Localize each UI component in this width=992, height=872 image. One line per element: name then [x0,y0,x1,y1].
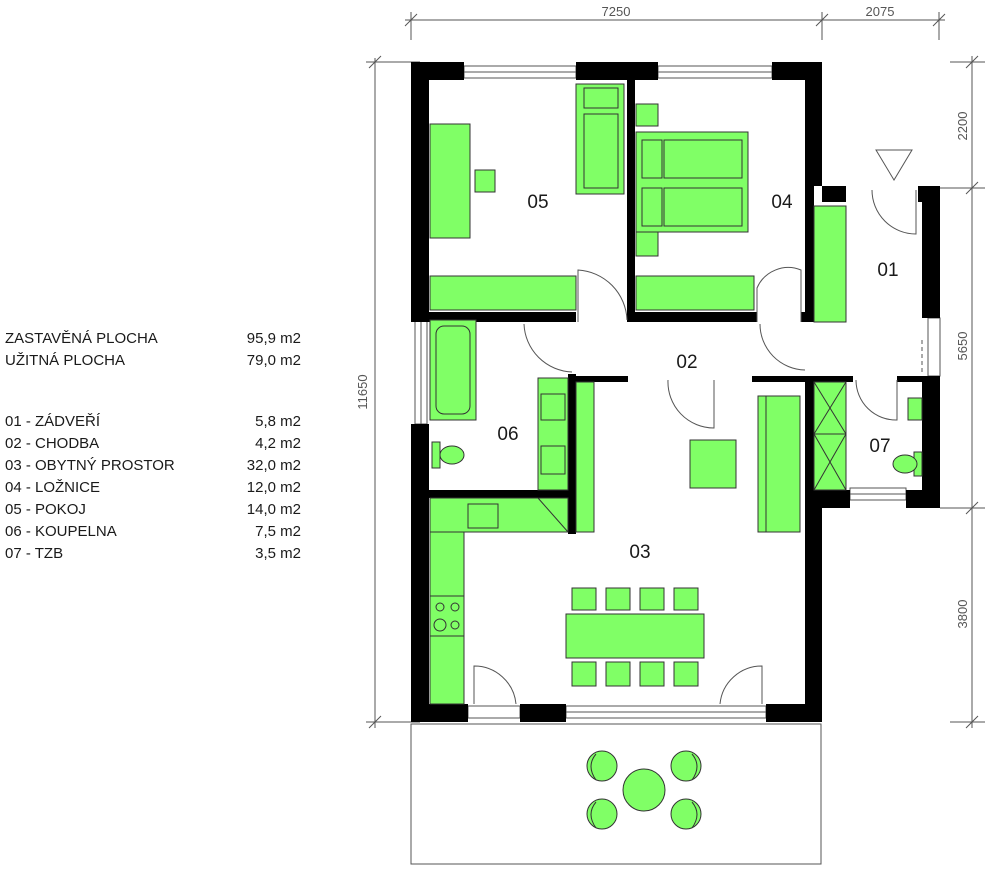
terrace-chair [586,798,618,830]
dim-left-total: 11650 [355,374,370,409]
terrace-chair [670,750,702,782]
door-swing-icon [473,189,923,705]
dining-chair [605,661,631,687]
room-area: 12,0 m2 [246,479,301,496]
blanket [583,113,619,189]
pillow [641,139,663,179]
kitchen-sink [467,503,499,529]
toilet [892,454,918,474]
dining-chair [673,587,699,611]
toilet [439,445,465,465]
sink [540,445,566,475]
room-row-01: 01 - ZÁDVEŘÍ 5,8 m2 [5,413,305,433]
blanket [663,187,743,227]
room-number-07: 07 [869,436,890,457]
room-label: 06 - KOUPELNA [5,523,117,540]
room-label: 04 - LOŽNICE [5,479,101,496]
room-row-02: 02 - CHODBA 4,2 m2 [5,435,305,455]
dim-top-right: 2075 [866,4,895,19]
room-label: 07 - TZB [5,545,64,562]
dim-right-middle: 5650 [955,332,970,361]
room-row-07: 07 - TZB 3,5 m2 [5,545,305,565]
room-numbers: 05 04 01 02 06 07 03 [497,192,898,563]
room-area: 32,0 m2 [246,457,301,474]
terrace-chair [586,750,618,782]
room-row-05: 05 - POKOJ 14,0 m2 [5,501,305,521]
dining-table [565,613,705,659]
dim-top-left: 7250 [602,4,631,19]
dining-chair [605,587,631,611]
terrace [410,723,822,865]
terrace-chair [670,798,702,830]
room-row-06: 06 - KOUPELNA 7,5 m2 [5,523,305,543]
blanket [663,139,743,179]
terrace-table [622,768,666,812]
room-number-03: 03 [629,542,650,563]
coffee-table [689,439,737,489]
nightstand [635,231,659,257]
wardrobe-01 [813,205,847,323]
room-number-05: 05 [527,192,548,213]
room-row-04: 04 - LOŽNICE 12,0 m2 [5,479,305,499]
room-area: 7,5 m2 [255,523,301,540]
desk [429,123,471,239]
room-label: 03 - OBYTNÝ PROSTOR [5,457,175,474]
room-row-03: 03 - OBYTNÝ PROSTOR 32,0 m2 [5,457,305,477]
boiler-cabinet [813,381,847,491]
wardrobe-05 [429,275,577,311]
summary-value: 79,0 m2 [246,352,301,369]
pillow [641,187,663,227]
walls [411,62,940,722]
summary-value: 95,9 m2 [246,330,301,347]
furniture [429,83,923,830]
dining-chair [639,587,665,611]
dim-right-bottom: 3800 [955,600,970,629]
summary-row-usable-area: UŽITNÁ PLOCHA 79,0 m2 [5,352,305,372]
room-area: 5,8 m2 [255,413,301,430]
sofa [757,395,801,533]
pantry [575,381,595,533]
summary-row-built-area: ZASTAVĚNÁ PLOCHA 95,9 m2 [5,330,305,350]
room-number-02: 02 [676,352,697,373]
room-number-06: 06 [497,424,518,445]
summary-label: UŽITNÁ PLOCHA [5,352,126,369]
pillow [583,87,619,109]
window-icon [414,65,941,719]
dining-chair [571,661,597,687]
room-label: 05 - POKOJ [5,501,86,518]
room-label: 02 - CHODBA [5,435,100,452]
dining-chair [673,661,699,687]
dim-right-top: 2200 [955,112,970,141]
room-area: 4,2 m2 [255,435,301,452]
bathtub-inner [435,325,471,415]
counter-top [429,497,569,533]
room-area: 14,0 m2 [246,501,301,518]
room-number-01: 01 [877,260,898,281]
entrance-arrow-icon [875,149,913,181]
nightstand [635,103,659,127]
washbasin [907,397,923,421]
cooktop [429,595,465,637]
room-number-04: 04 [771,192,793,213]
room-label: 01 - ZÁDVEŘÍ [5,413,101,430]
toilet-tank [431,441,441,469]
dining-chair [571,587,597,611]
furniture-details [433,381,847,829]
dining-chair [639,661,665,687]
sink [540,393,566,421]
room-area: 3,5 m2 [255,545,301,562]
summary-label: ZASTAVĚNÁ PLOCHA [5,330,158,347]
chair [474,169,496,193]
wardrobe-04 [635,275,755,311]
